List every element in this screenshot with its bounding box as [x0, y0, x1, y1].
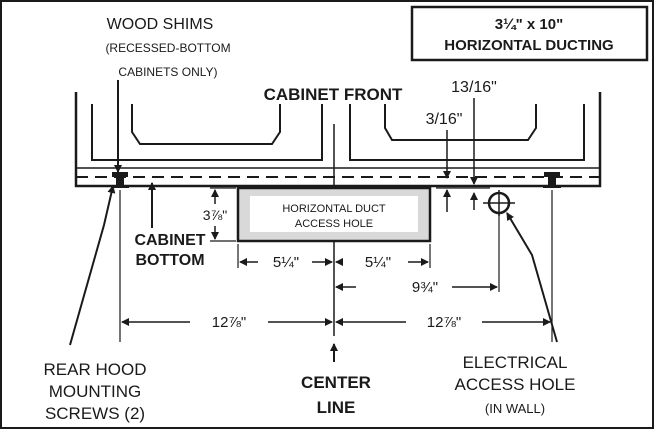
svg-text:5¼": 5¼"	[365, 254, 391, 271]
svg-text:REAR HOOD: REAR HOOD	[44, 360, 147, 379]
duct-hole-line-1: HORIZONTAL DUCT	[282, 203, 386, 215]
center-line-label: CENTER LINE	[301, 373, 371, 417]
svg-text:12⅞": 12⅞"	[427, 314, 462, 331]
svg-text:12⅞": 12⅞"	[212, 314, 247, 331]
title-box: 3¼" x 10" HORIZONTAL DUCTING	[410, 5, 649, 62]
svg-text:5¼": 5¼"	[273, 254, 299, 271]
electrical-label: ELECTRICAL ACCESS HOLE (IN WALL)	[455, 353, 576, 416]
svg-text:CABINETS ONLY): CABINETS ONLY)	[118, 65, 217, 79]
duct-access-hole: HORIZONTAL DUCT ACCESS HOLE	[236, 186, 432, 243]
svg-text:3/16": 3/16"	[426, 111, 463, 128]
cabinet-bottom-label: CABINET BOTTOM	[134, 232, 205, 269]
svg-text:SCREWS (2): SCREWS (2)	[45, 404, 145, 423]
svg-text:CENTER: CENTER	[301, 373, 371, 392]
screw-icon	[543, 172, 561, 188]
svg-text:LINE: LINE	[317, 398, 356, 417]
svg-text:ACCESS HOLE: ACCESS HOLE	[455, 375, 576, 394]
cabinet-front-label: CABINET FRONT	[264, 85, 403, 104]
title-line-1: 3¼" x 10"	[495, 16, 563, 33]
svg-text:CABINET: CABINET	[134, 232, 205, 249]
dim-13-16: 13/16"	[451, 79, 497, 210]
duct-hole-line-2: ACCESS HOLE	[295, 218, 373, 230]
electrical-hole-icon	[483, 190, 515, 216]
svg-text:(RECESSED-BOTTOM: (RECESSED-BOTTOM	[105, 41, 230, 55]
svg-text:WOOD SHIMS: WOOD SHIMS	[107, 16, 214, 33]
dim-12-7-8-left: 12⅞"	[121, 314, 333, 331]
svg-text:MOUNTING: MOUNTING	[49, 382, 142, 401]
dim-5-1-4-left: 5¼"	[237, 244, 333, 271]
title-line-2: HORIZONTAL DUCTING	[444, 37, 613, 54]
dim-9-3-4: 9¾"	[335, 279, 498, 296]
dim-3-16: 3/16"	[426, 111, 490, 212]
dim-5-1-4-right: 5¼"	[335, 244, 431, 271]
cabinet-outline	[74, 92, 602, 188]
electrical-pointer	[506, 212, 558, 343]
svg-text:9¾": 9¾"	[412, 279, 438, 296]
rear-hood-label: REAR HOOD MOUNTING SCREWS (2)	[44, 360, 147, 423]
screw-icon	[111, 172, 129, 188]
svg-text:13/16": 13/16"	[451, 79, 497, 96]
svg-text:BOTTOM: BOTTOM	[135, 252, 204, 269]
dim-12-7-8-right: 12⅞"	[335, 314, 551, 331]
svg-text:(IN WALL): (IN WALL)	[485, 401, 545, 416]
svg-text:3⅞": 3⅞"	[203, 207, 227, 223]
svg-text:ELECTRICAL: ELECTRICAL	[463, 353, 568, 372]
dim-3-7-8: 3⅞"	[203, 187, 236, 242]
rear-hood-pointer	[69, 185, 116, 346]
wood-shims-label: WOOD SHIMS (RECESSED-BOTTOM CABINETS ONL…	[105, 16, 230, 79]
